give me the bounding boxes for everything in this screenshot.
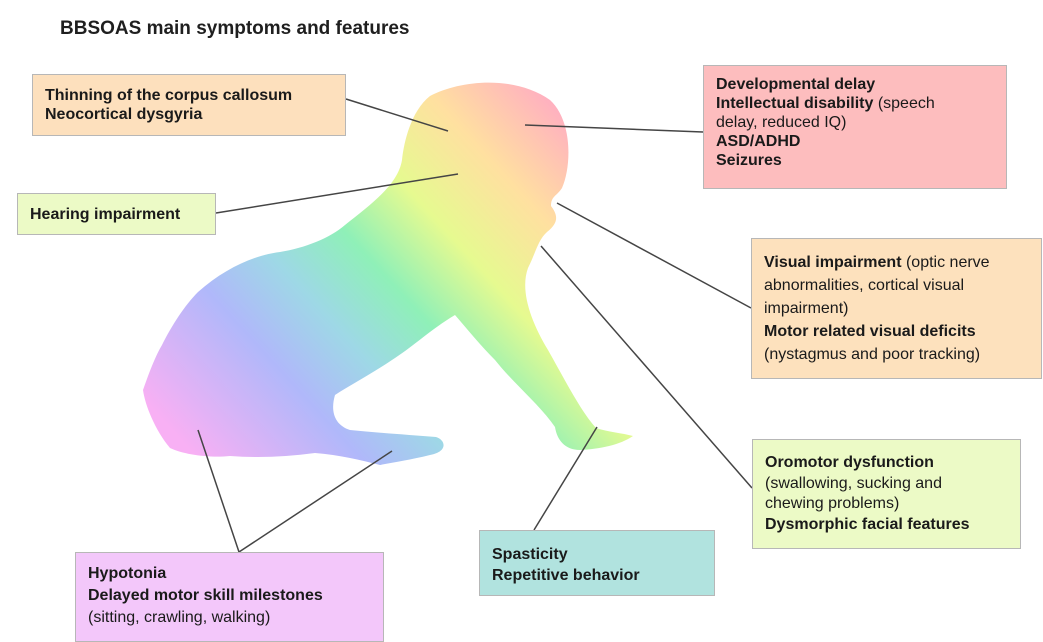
box-line: delay, reduced IQ) xyxy=(716,113,994,132)
connector-oro xyxy=(541,246,752,488)
developmental-features-box: Developmental delay Intellectual disabil… xyxy=(703,65,1007,189)
box-line: (swallowing, sucking and xyxy=(765,474,1008,495)
box-line: chewing problems) xyxy=(765,494,1008,515)
box-line: Neocortical dysgyria xyxy=(45,105,333,124)
box-line: impairment) xyxy=(764,297,1029,320)
spasticity-box: Spasticity Repetitive behavior xyxy=(479,530,715,596)
brain-features-box: Thinning of the corpus callosum Neocorti… xyxy=(32,74,346,136)
box-line: Hearing impairment xyxy=(30,205,203,224)
visual-features-box: Visual impairment (optic nerve abnormali… xyxy=(751,238,1042,379)
box-line: ASD/ADHD xyxy=(716,132,994,151)
box-line: Visual impairment (optic nerve xyxy=(764,251,1029,274)
box-line: Developmental delay xyxy=(716,75,994,94)
connector-visual xyxy=(557,203,751,308)
box-line: Delayed motor skill milestones xyxy=(88,585,371,607)
box-line: Oromotor dysfunction xyxy=(765,453,1008,474)
box-line: Dysmorphic facial features xyxy=(765,515,1008,536)
hypotonia-box: Hypotonia Delayed motor skill milestones… xyxy=(75,552,384,642)
box-line: Repetitive behavior xyxy=(492,565,702,586)
box-line: Spasticity xyxy=(492,544,702,565)
box-line: Intellectual disability (speech xyxy=(716,94,994,113)
box-line: abnormalities, cortical visual xyxy=(764,274,1029,297)
connector-hypo-right xyxy=(239,451,392,552)
box-line: Motor related visual deficits xyxy=(764,320,1029,343)
box-line: Hypotonia xyxy=(88,563,371,585)
box-line: (sitting, crawling, walking) xyxy=(88,607,371,629)
box-line: (nystagmus and poor tracking) xyxy=(764,343,1029,366)
box-line: Seizures xyxy=(716,151,994,170)
baby-silhouette xyxy=(143,83,633,465)
oromotor-features-box: Oromotor dysfunction (swallowing, suckin… xyxy=(752,439,1021,549)
box-line: Thinning of the corpus callosum xyxy=(45,86,333,105)
hearing-box: Hearing impairment xyxy=(17,193,216,235)
